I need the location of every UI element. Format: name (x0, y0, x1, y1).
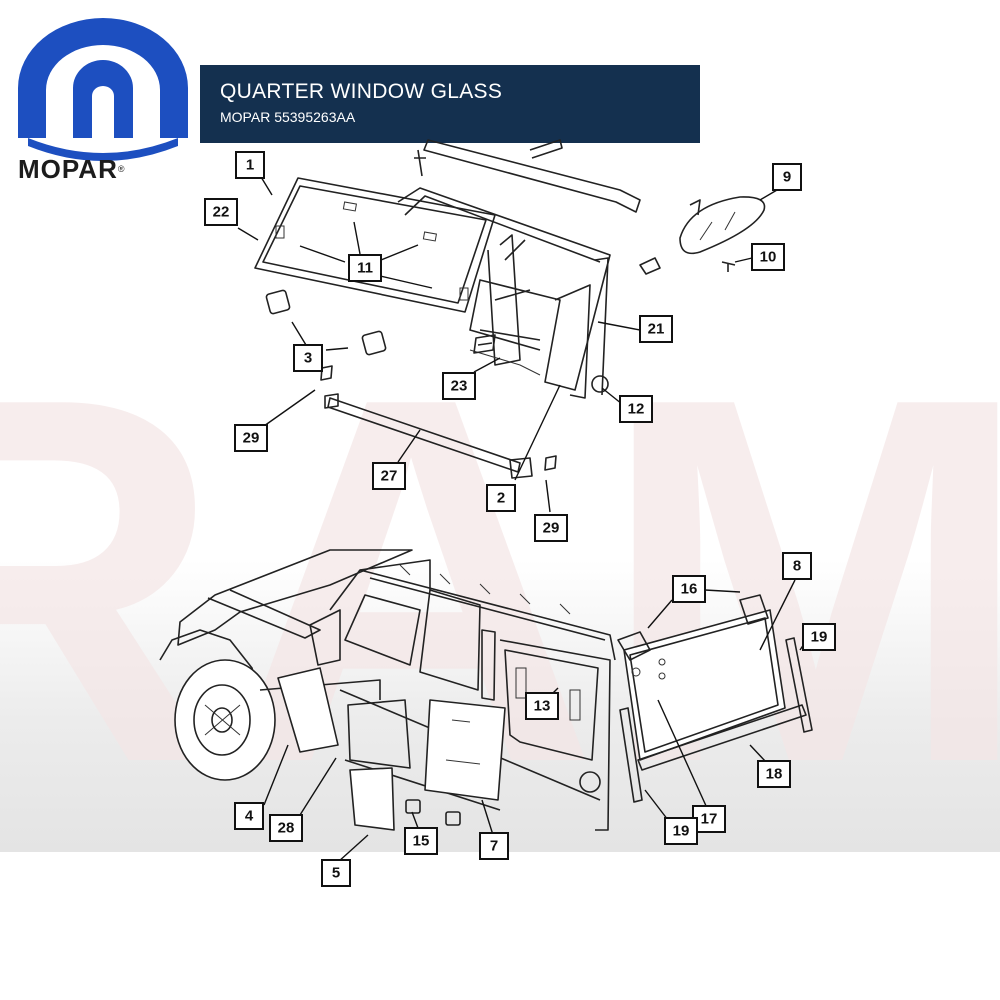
callout-11: 11 (348, 254, 382, 282)
callout-16: 16 (672, 575, 706, 603)
svg-text:19: 19 (673, 823, 690, 840)
svg-text:15: 15 (413, 833, 430, 850)
svg-text:12: 12 (628, 401, 645, 418)
callout-7: 7 (479, 832, 509, 860)
background-gradient (0, 560, 1000, 852)
callout-28: 28 (269, 814, 303, 842)
part-number: MOPAR 55395263AA (220, 109, 356, 125)
svg-text:3: 3 (304, 350, 312, 367)
crossbar-drawing (324, 393, 533, 479)
callout-5: 5 (321, 859, 351, 887)
svg-text:11: 11 (357, 260, 373, 277)
svg-text:9: 9 (783, 169, 791, 186)
callout-29-bottom: 29 (534, 514, 568, 542)
mopar-wordmark: MOPAR® (18, 154, 126, 184)
svg-text:13: 13 (534, 698, 551, 715)
callout-1: 1 (235, 151, 265, 179)
svg-text:10: 10 (760, 249, 777, 266)
svg-text:5: 5 (332, 865, 340, 882)
mopar-logo-icon (18, 18, 188, 161)
quarter-glass-brackets-drawing (265, 289, 557, 471)
callout-29-top: 29 (234, 424, 268, 452)
svg-text:19: 19 (811, 629, 828, 646)
svg-text:17: 17 (701, 811, 718, 828)
svg-text:23: 23 (451, 378, 468, 395)
svg-text:4: 4 (245, 808, 254, 825)
callout-19-bottom: 19 (664, 817, 698, 845)
svg-text:2: 2 (497, 490, 505, 507)
svg-text:27: 27 (381, 468, 398, 485)
callout-17: 17 (692, 805, 726, 833)
title-bar: QUARTER WINDOW GLASS MOPAR 55395263AA (200, 65, 700, 143)
callout-27: 27 (372, 462, 406, 490)
svg-text:7: 7 (490, 838, 498, 855)
svg-text:28: 28 (278, 820, 295, 837)
svg-text:8: 8 (793, 558, 801, 575)
windshield-glass-drawing (254, 177, 496, 313)
leader-lines (237, 171, 809, 863)
callout-12: 12 (619, 395, 653, 423)
svg-text:22: 22 (213, 204, 230, 221)
callout-2: 2 (486, 484, 516, 512)
callout-15: 15 (404, 827, 438, 855)
svg-text:29: 29 (243, 430, 260, 447)
callout-18: 18 (757, 760, 791, 788)
callout-9: 9 (772, 163, 802, 191)
svg-text:29: 29 (543, 520, 560, 537)
rearview-mirror-drawing (639, 196, 766, 275)
svg-text:18: 18 (766, 766, 783, 783)
page-title: QUARTER WINDOW GLASS (220, 80, 503, 103)
liftgate-glass-drawing (617, 594, 813, 803)
callout-13: 13 (525, 692, 559, 720)
vehicle-drawing (159, 549, 616, 831)
svg-text:1: 1 (246, 157, 254, 174)
door-glass-drawing (277, 667, 506, 831)
windshield-frame-drawing (397, 187, 611, 399)
header-bar-drawing (414, 139, 641, 213)
callout-10: 10 (751, 243, 785, 271)
callout-19-right: 19 (802, 623, 836, 651)
callout-4: 4 (234, 802, 264, 830)
callout-3: 3 (293, 344, 323, 372)
svg-text:16: 16 (681, 581, 698, 598)
callout-21: 21 (639, 315, 673, 343)
svg-text:21: 21 (648, 321, 665, 338)
callout-8: 8 (782, 552, 812, 580)
callout-22: 22 (204, 198, 238, 226)
callout-23: 23 (442, 372, 476, 400)
